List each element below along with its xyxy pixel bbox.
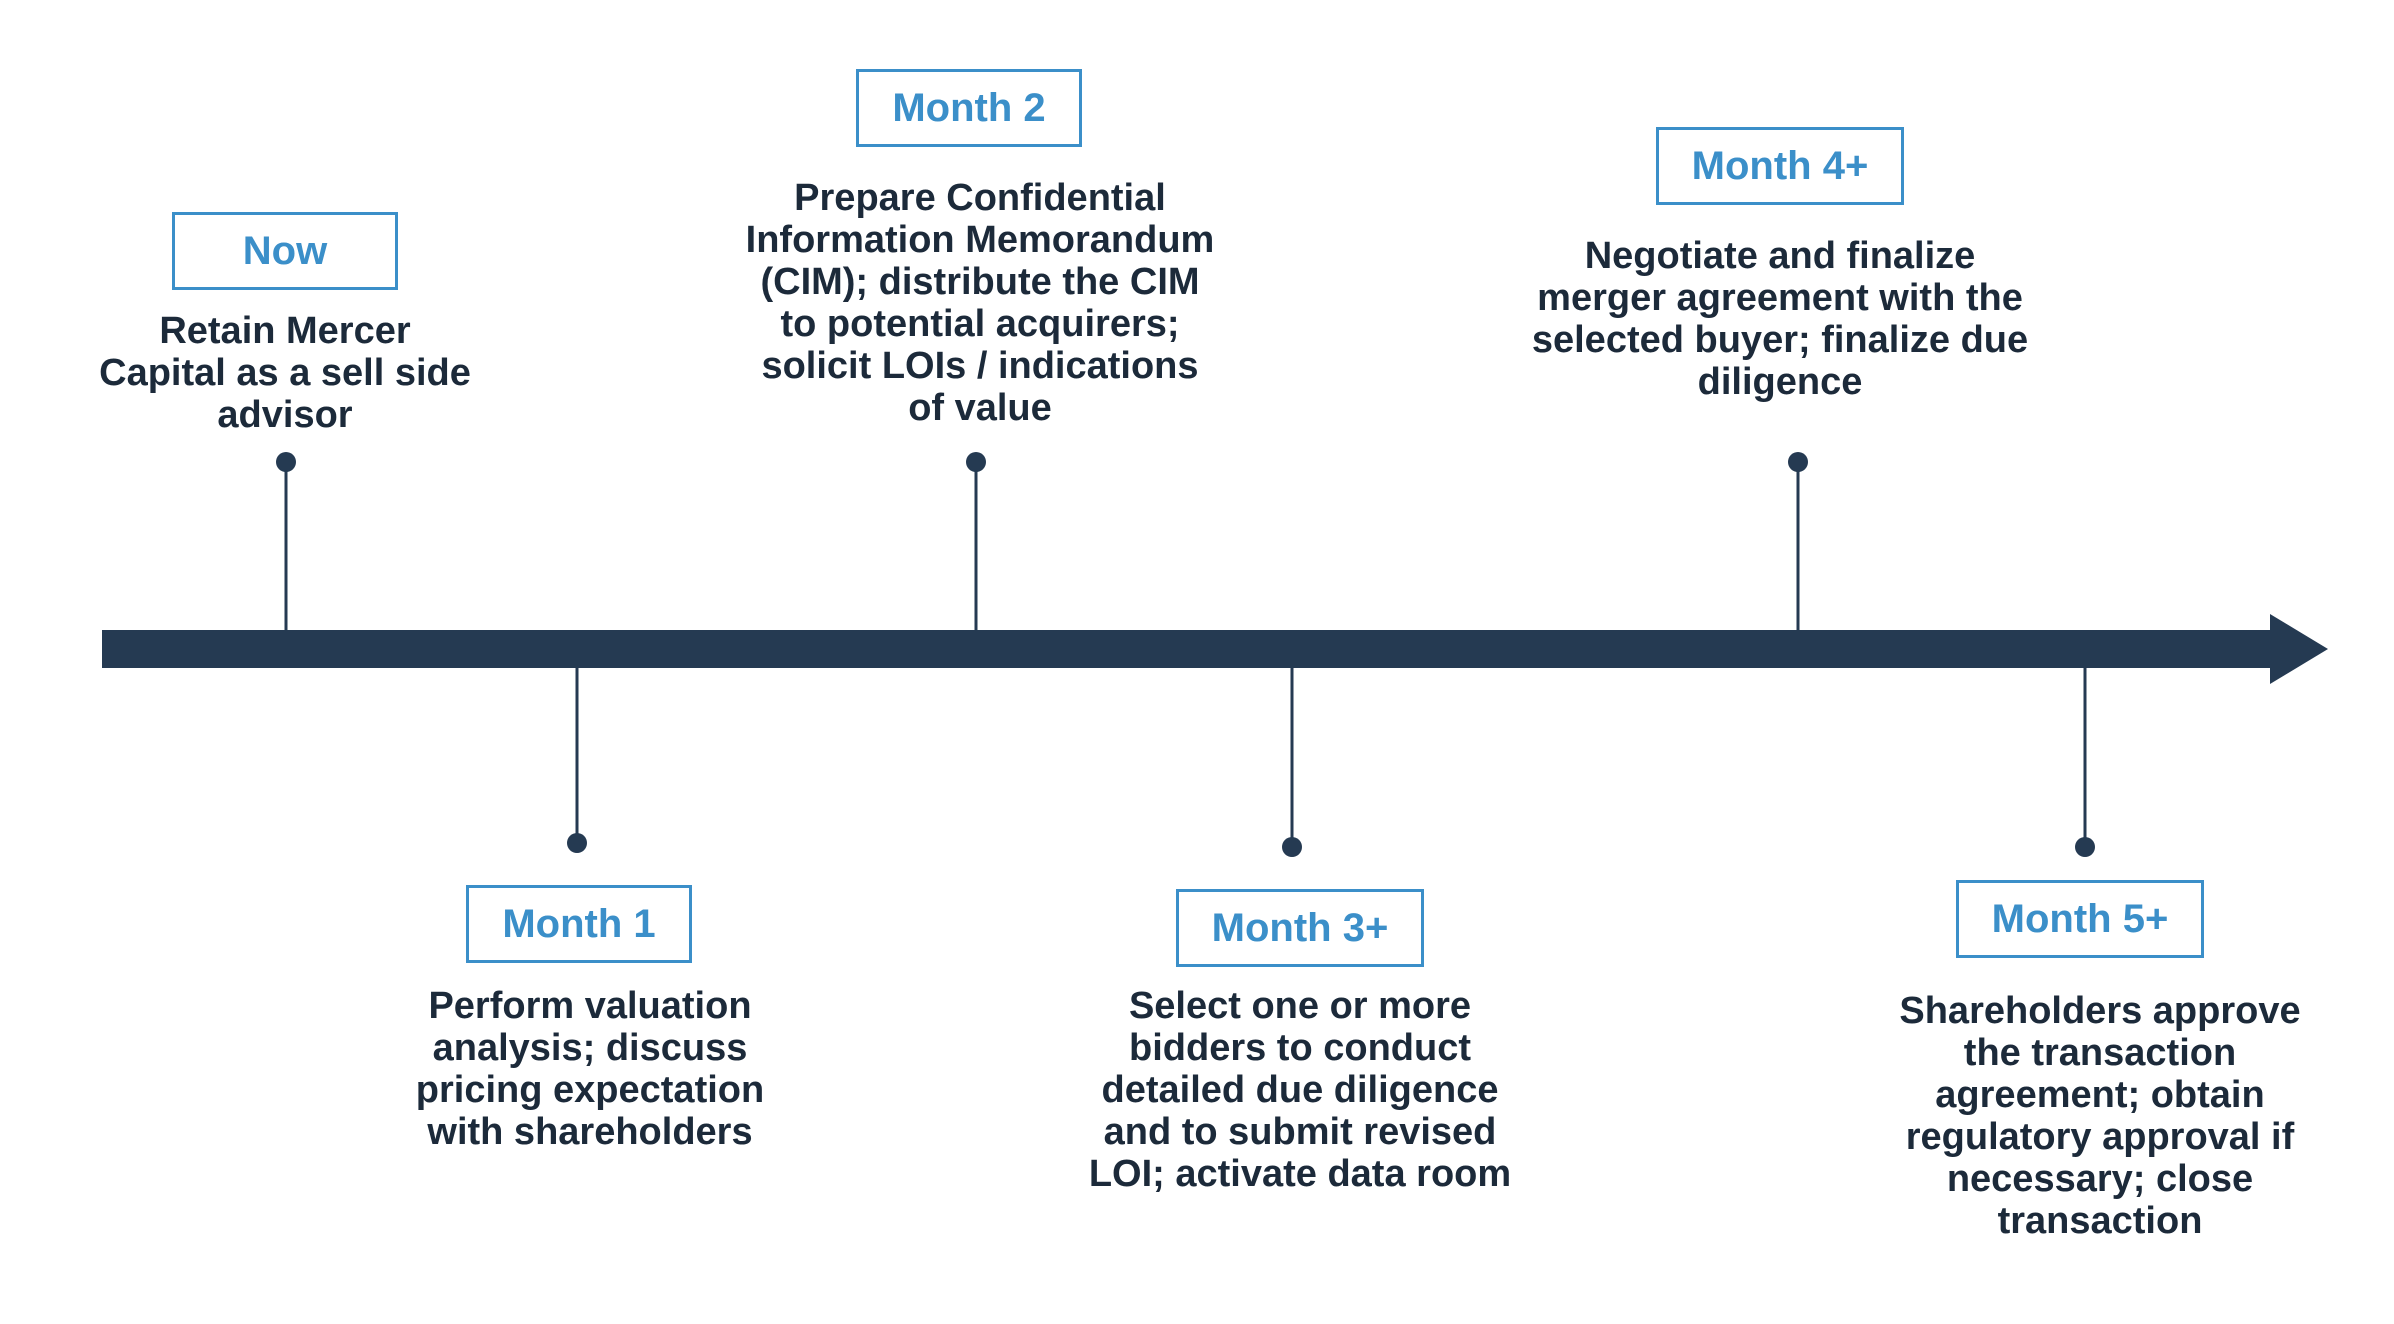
milestone-label-month-4: Month 4+: [1656, 127, 1904, 205]
description-line: merger agreement with the: [1537, 277, 2023, 319]
connector-dot-month-1: [567, 833, 587, 853]
timeline-arrowhead: [2270, 614, 2328, 684]
description-line: of value: [908, 387, 1052, 429]
milestone-label-month-3: Month 3+: [1176, 889, 1424, 967]
description-line: agreement; obtain: [1935, 1074, 2265, 1116]
milestone-label-now: Now: [172, 212, 398, 290]
connector-dot-month-3: [1282, 837, 1302, 857]
description-line: to potential acquirers;: [780, 303, 1180, 345]
description-line: diligence: [1697, 361, 1863, 403]
description-line: (CIM); distribute the CIM: [760, 261, 1200, 303]
connector-dot-month-4: [1788, 452, 1808, 472]
milestone-description-month-5: Shareholders approve the transaction agr…: [1840, 990, 2360, 1242]
description-line: with shareholders: [427, 1111, 753, 1153]
description-line: regulatory approval if: [1905, 1116, 2295, 1158]
description-line: transaction: [1997, 1200, 2203, 1242]
description-line: Perform valuation: [428, 985, 752, 1027]
description-line: pricing expectation: [415, 1069, 765, 1111]
description-line: and to submit revised: [1103, 1111, 1497, 1153]
connector-dot-now: [276, 452, 296, 472]
description-line: solicit LOIs / indications: [761, 345, 1199, 387]
milestone-description-month-1: Perform valuation analysis; discuss pric…: [340, 985, 840, 1153]
description-line: Prepare Confidential: [794, 177, 1166, 219]
description-line: selected buyer; finalize due: [1531, 319, 2029, 361]
milestone-label-month-2: Month 2: [856, 69, 1082, 147]
milestone-label-month-1: Month 1: [466, 885, 692, 963]
milestone-description-month-3: Select one or more bidders to conduct de…: [1040, 985, 1560, 1195]
description-line: detailed due diligence: [1101, 1069, 1499, 1111]
description-line: Retain Mercer: [159, 310, 411, 352]
timeline-axis: [102, 630, 2280, 668]
description-line: Capital as a sell side: [99, 352, 471, 394]
milestone-description-now: Retain Mercer Capital as a sell side adv…: [40, 310, 530, 436]
description-line: necessary; close: [1946, 1158, 2254, 1200]
milestone-label-month-5: Month 5+: [1956, 880, 2204, 958]
connector-dot-month-5: [2075, 837, 2095, 857]
connector-dot-month-2: [966, 452, 986, 472]
milestone-description-month-2: Prepare Confidential Information Memoran…: [690, 177, 1270, 429]
description-line: analysis; discuss: [432, 1027, 748, 1069]
description-line: bidders to conduct: [1129, 1027, 1471, 1069]
description-line: the transaction: [1963, 1032, 2237, 1074]
description-line: LOI; activate data room: [1088, 1153, 1512, 1195]
milestone-description-month-4: Negotiate and finalize merger agreement …: [1490, 235, 2070, 403]
description-line: Shareholders approve: [1899, 990, 2301, 1032]
description-line: Negotiate and finalize: [1584, 235, 1976, 277]
description-line: Select one or more: [1128, 985, 1472, 1027]
description-line: advisor: [217, 394, 353, 436]
description-line: Information Memorandum: [745, 219, 1215, 261]
